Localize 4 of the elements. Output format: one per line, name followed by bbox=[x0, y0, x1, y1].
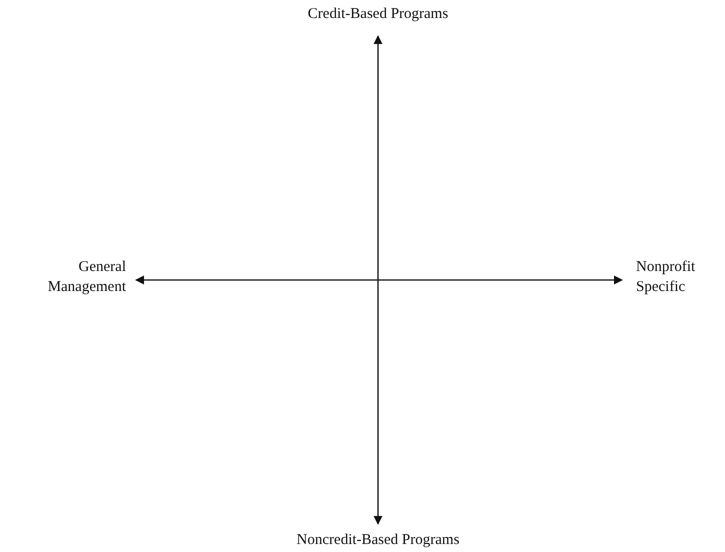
axis-label: Nonprofit Specific bbox=[636, 258, 696, 297]
axis-label: General Management bbox=[46, 258, 126, 297]
axis-label: Credit-Based Programs bbox=[306, 5, 450, 24]
axis-label: Noncredit-Based Programs bbox=[296, 531, 460, 550]
